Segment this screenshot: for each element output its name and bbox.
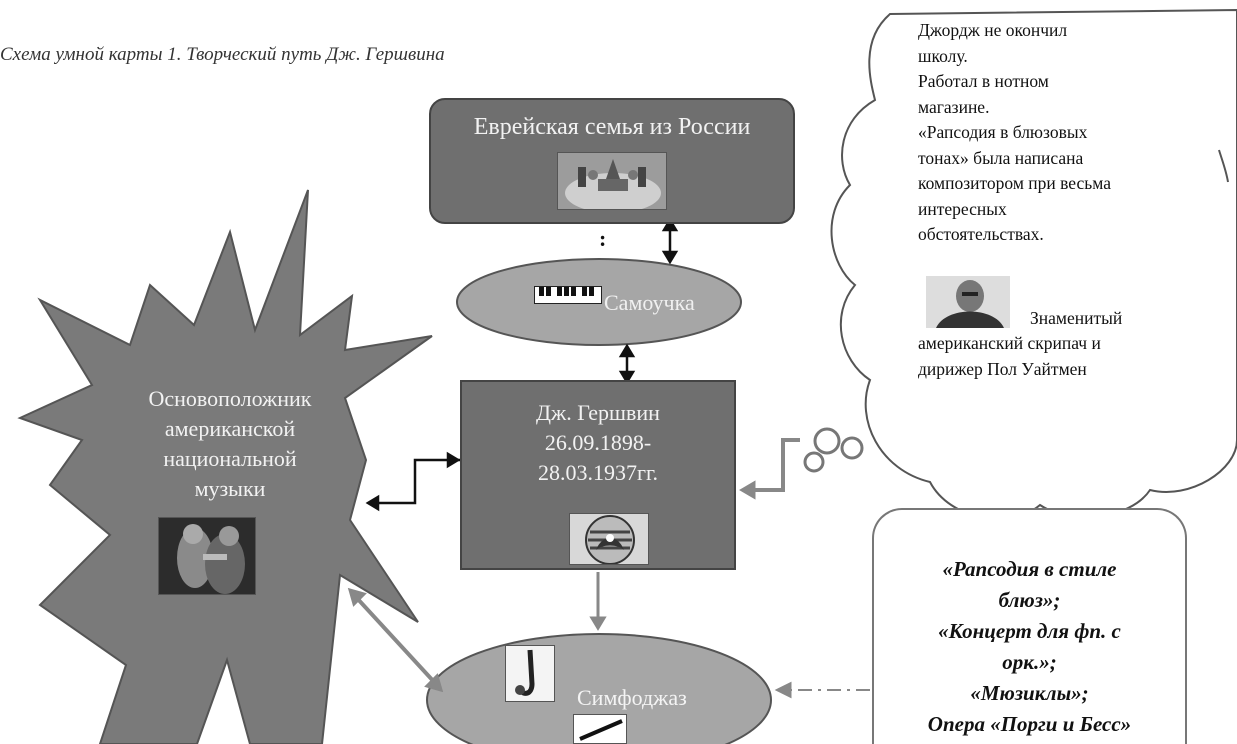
- founder-line-3: национальной: [163, 446, 297, 471]
- cloud-line-3: Работал в нотном: [918, 71, 1049, 91]
- self-taught-label: Самоучка: [604, 290, 695, 315]
- gershwin-text: Дж. Гершвин 26.09.1898- 28.03.1937гг.: [462, 398, 734, 488]
- works-box: «Рапсодия в стиле блюз»; «Концерт для фп…: [872, 508, 1187, 744]
- opera-photo: [158, 517, 256, 595]
- works-line-6: Опера «Порги и Бесс»: [927, 712, 1132, 736]
- cloud-text: Джордж не окончил школу. Работал в нотно…: [918, 18, 1188, 382]
- cloud-line-4: магазине.: [918, 96, 990, 117]
- works-line-2: блюз»;: [998, 588, 1061, 612]
- thought-cloud: [803, 8, 1237, 520]
- cloud-line-7: композитором при весьма: [918, 173, 1111, 193]
- piano-keys-icon: [534, 286, 602, 304]
- cloud-line-6: тонах» была написана: [918, 147, 1084, 168]
- family-node: Еврейская семья из России: [429, 98, 795, 224]
- kremlin-image: [557, 152, 667, 210]
- eagle-flag-illustration: [585, 515, 635, 564]
- cloud-line-1: Джордж не окончил: [918, 20, 1068, 40]
- cloud-caption-3: дирижер Пол Уайтмен: [918, 358, 1087, 379]
- founder-line-4: музыки: [194, 476, 266, 501]
- whiteman-photo-illustration: [926, 276, 1010, 328]
- works-list: «Рапсодия в стиле блюз»; «Концерт для фп…: [874, 554, 1185, 740]
- cloud-line-2: школу.: [918, 45, 968, 66]
- gershwin-node: Дж. Гершвин 26.09.1898- 28.03.1937гг.: [460, 380, 736, 570]
- separator-mark: :: [599, 226, 607, 251]
- opera-photo-illustration: [159, 518, 255, 594]
- connector-arrows: [365, 217, 679, 512]
- clarinet-image: [573, 714, 627, 744]
- founder-text: Основоположник американской национальной…: [105, 384, 355, 504]
- kremlin-illustration: [558, 153, 666, 209]
- works-line-4: орк.»;: [1002, 650, 1057, 674]
- gershwin-name: Дж. Гершвин: [536, 400, 660, 425]
- cloud-caption-1: Знаменитый: [1030, 307, 1123, 328]
- eagle-flag-image: [569, 513, 649, 565]
- whiteman-photo: [926, 276, 1010, 328]
- cloud-caption-2: американский скрипач и: [918, 333, 1101, 353]
- works-line-1: «Рапсодия в стиле: [942, 557, 1117, 581]
- cloud-line-5: «Рапсодия в блюзовых: [918, 122, 1088, 142]
- gershwin-birth: 26.09.1898-: [544, 430, 652, 455]
- symphojazz-label: Симфоджаз: [577, 685, 687, 710]
- gershwin-death: 28.03.1937гг.: [537, 460, 659, 485]
- figure-caption: Схема умной карты 1. Творческий путь Дж.…: [0, 44, 445, 65]
- founder-starburst: [17, 189, 433, 744]
- family-title: Еврейская семья из России: [473, 114, 751, 140]
- works-line-3: «Концерт для фп. с: [938, 619, 1121, 643]
- cloud-line-8: интересных: [918, 198, 1007, 219]
- founder-line-2: американской: [164, 416, 296, 441]
- clarinet-icon: [579, 719, 623, 741]
- works-line-5: «Мюзиклы»;: [970, 681, 1089, 705]
- saxophone-icon: [515, 649, 535, 696]
- saxophone-image: [505, 645, 555, 702]
- cloud-line-9: обстоятельствах.: [918, 224, 1044, 244]
- founder-line-1: Основоположник: [148, 386, 312, 411]
